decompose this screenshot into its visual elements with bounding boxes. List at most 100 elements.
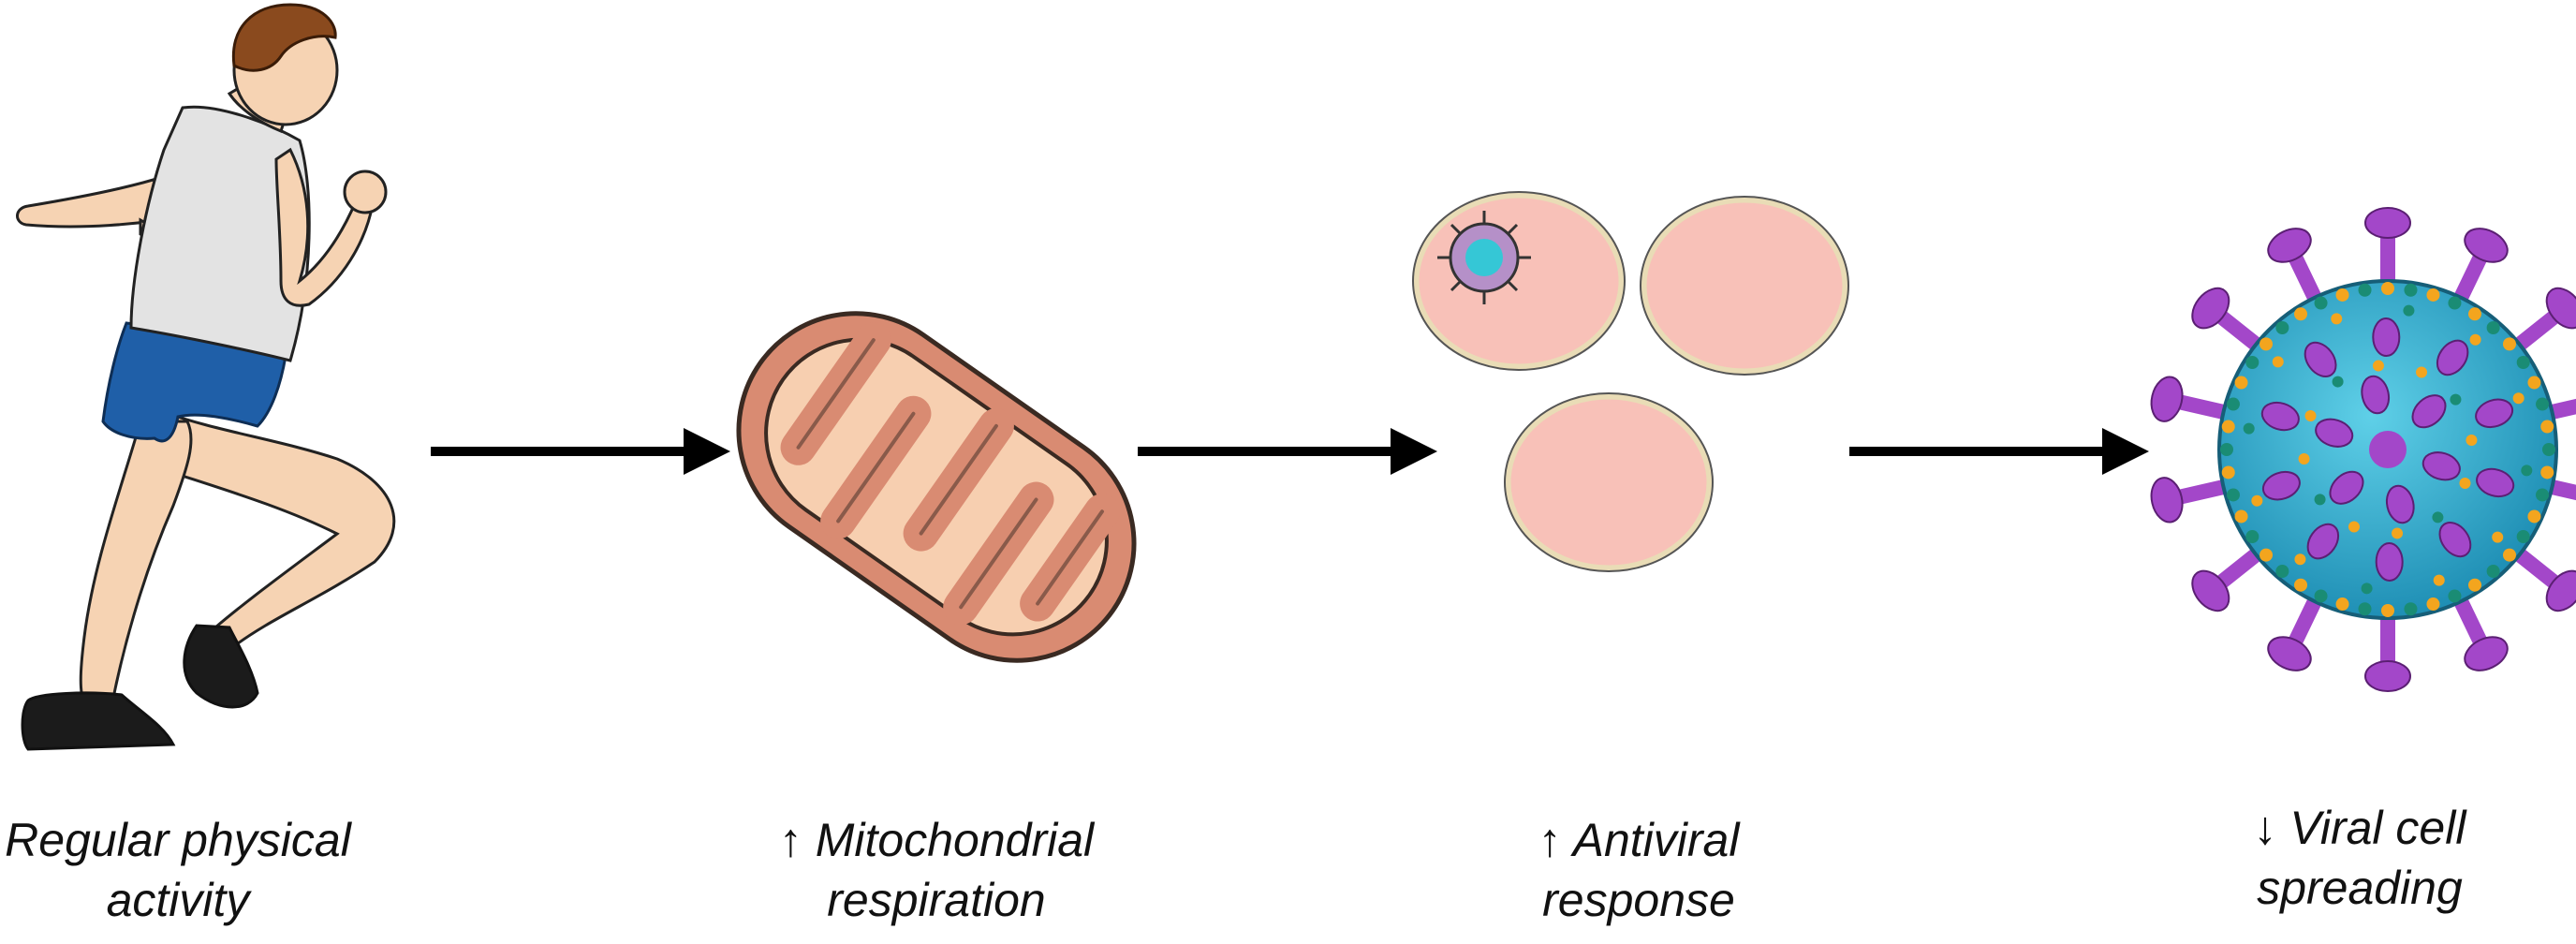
virus-inner-spike: [2421, 451, 2461, 481]
virus-inner-dot: [2450, 393, 2462, 406]
virus-surface-dot: [2245, 356, 2260, 370]
virus-inner-dot: [2466, 434, 2478, 446]
caption-line: response: [1542, 874, 1735, 926]
virus-spike-head: [2545, 287, 2576, 330]
virus-surface-dot: [2486, 321, 2500, 335]
caption-line: activity: [106, 874, 250, 926]
virus-inner-dot: [2432, 511, 2444, 524]
virus-surface-dot: [2536, 488, 2550, 502]
caption-virus: ↓ Viral cell spreading: [2182, 798, 2538, 918]
virus-inner-spike: [2315, 418, 2354, 448]
virus-inner-spike: [2411, 394, 2447, 429]
coronavirus-icon: [2150, 207, 2576, 692]
virus-inner-dot: [2314, 494, 2326, 506]
virus-inner-spike: [2306, 523, 2340, 560]
virus-surface-dot: [2527, 376, 2541, 390]
virus-inner-spike: [2438, 521, 2472, 558]
virus-inner-spike: [2375, 541, 2404, 582]
virus-surface-dot: [2358, 283, 2372, 297]
virus-surface-dot: [2335, 288, 2349, 302]
virus-spike-head: [2464, 228, 2509, 263]
virus-inner-dot: [2298, 453, 2310, 465]
virus-spike-head: [2191, 287, 2230, 330]
virus-surface-dot: [2275, 321, 2289, 335]
virus-surface-dot: [2234, 509, 2248, 524]
virus-surface-dot: [2314, 589, 2328, 603]
virus-inner-dot: [2331, 313, 2343, 325]
virus-surface-dot: [2536, 397, 2550, 411]
virus-surface-dot: [2294, 578, 2308, 592]
virus-inner-spike: [2385, 484, 2415, 524]
virus-surface-dot: [2226, 397, 2240, 411]
virus-surface-dot: [2294, 307, 2308, 321]
virus-spike-head: [2545, 569, 2576, 612]
virus-surface-dot: [2358, 602, 2372, 616]
virus-inner-dot: [2304, 409, 2317, 421]
virus-surface-dot: [2226, 488, 2240, 502]
virus-surface-dot: [2502, 548, 2516, 562]
virus-inner-spike: [2476, 467, 2515, 498]
virus-spike-head: [2150, 376, 2184, 422]
virus-surface-dot: [2404, 602, 2418, 616]
virus-surface-dot: [2260, 548, 2274, 562]
virus-inner-dot: [2459, 478, 2471, 490]
virus-inner-dot: [2348, 521, 2360, 533]
virus-surface-dot: [2335, 597, 2349, 612]
virus-inner-dot: [2512, 392, 2524, 405]
virus-inner-dot: [2251, 494, 2263, 507]
virus-inner-spike: [2436, 339, 2469, 376]
virus-inner-dot: [2272, 356, 2284, 368]
virus-surface-dot: [2502, 337, 2516, 351]
virus-surface-dot: [2542, 443, 2555, 456]
virus-inner-dot: [2243, 422, 2255, 435]
virus-surface-dot: [2448, 589, 2462, 603]
virus-surface-dot: [2381, 282, 2394, 295]
virus-inner-dot: [2469, 333, 2481, 346]
virus-inner-spike: [2475, 398, 2514, 429]
runner-icon: [16, 3, 396, 751]
virus-surface-dot: [2275, 564, 2289, 578]
mitochondrion-icon: [736, 311, 1137, 663]
virus-surface-dot: [2540, 465, 2554, 479]
virus-surface-dot: [2221, 420, 2235, 434]
virus-surface-dot: [2486, 564, 2500, 578]
virus-spike-head: [2364, 207, 2411, 239]
virus-surface-dot: [2220, 443, 2233, 456]
virus-surface-dot: [2381, 604, 2394, 617]
virus-spike-head: [2191, 569, 2230, 612]
virus-spike-head: [2267, 228, 2312, 263]
caption-antiviral: ↑ Antiviral response: [1456, 810, 1821, 930]
virus-surface-dot: [2467, 307, 2481, 321]
virus-surface-dot: [2314, 296, 2328, 310]
virus-inner-dot: [2492, 531, 2504, 543]
caption-line: ↑ Antiviral: [1538, 814, 1740, 866]
virus-surface-dot: [2540, 420, 2554, 434]
caption-line: ↑ Mitochondrial: [778, 814, 1095, 866]
virus-spike-head: [2364, 660, 2411, 692]
caption-line: spreading: [2257, 862, 2463, 914]
virus-surface-dot: [2467, 578, 2481, 592]
virus-inner-spike: [2261, 470, 2301, 501]
virus-surface-dot: [2527, 509, 2541, 524]
caption-line: ↓ Viral cell: [2253, 802, 2466, 854]
virus-surface-dot: [2516, 529, 2530, 543]
virus-inner-dot: [2392, 527, 2404, 539]
virus-inner-dot: [2361, 583, 2373, 595]
virus-surface-dot: [2260, 337, 2274, 351]
virus-inner-spike: [2372, 317, 2401, 358]
virus-inner-dot: [2403, 304, 2415, 317]
virus-inner-dot: [2433, 574, 2445, 586]
caption-exercise: Regular physical activity: [0, 810, 356, 930]
virus-surface-dot: [2426, 597, 2440, 612]
virus-surface-dot: [2221, 465, 2235, 479]
virus-inner-dot: [2332, 376, 2344, 388]
virus-inner-spike: [2361, 375, 2391, 415]
caption-line: Regular physical: [5, 814, 351, 866]
virus-inner-dot: [2416, 366, 2428, 378]
virus-inner-dot: [2372, 360, 2384, 372]
virus-surface-dot: [2448, 296, 2462, 310]
virus-inner-spike: [2260, 401, 2300, 432]
virus-surface-dot: [2426, 288, 2440, 302]
caption-mitochondria: ↑ Mitochondrial respiration: [730, 810, 1142, 930]
